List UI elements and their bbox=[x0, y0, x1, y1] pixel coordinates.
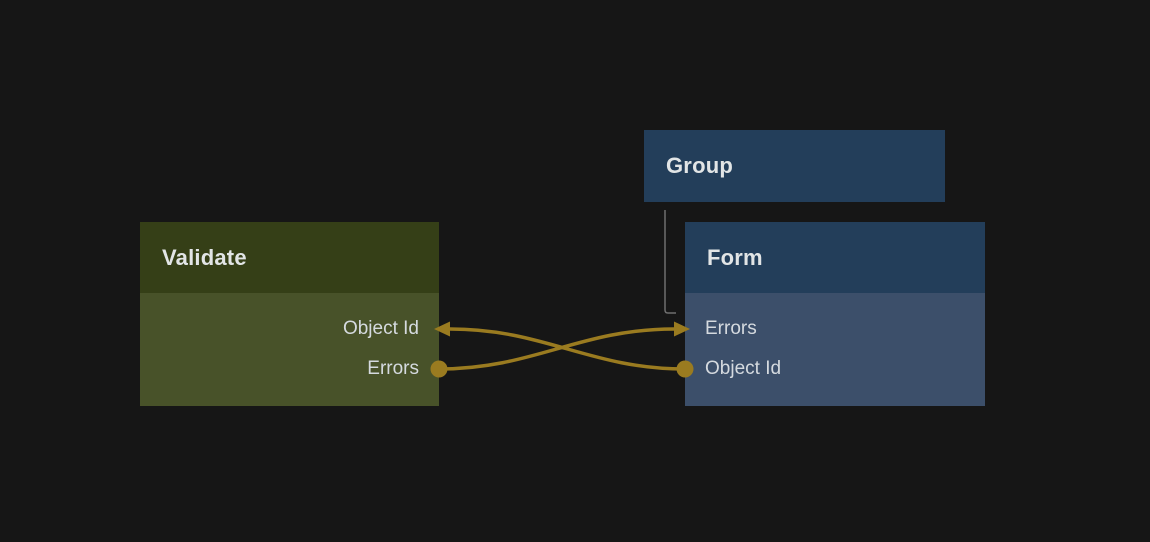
node-validate-body: Object Id Errors bbox=[140, 293, 439, 406]
field-validate-errors[interactable]: Errors bbox=[140, 349, 439, 389]
field-form-errors[interactable]: Errors bbox=[685, 309, 985, 349]
wire-source-dot[interactable] bbox=[430, 360, 448, 378]
node-validate-header[interactable]: Validate bbox=[140, 222, 439, 293]
node-group-header[interactable]: Group bbox=[644, 130, 945, 202]
pending-wire[interactable] bbox=[664, 210, 676, 314]
field-form-object-id-label: Object Id bbox=[705, 358, 782, 379]
node-form-body: Errors Object Id bbox=[685, 293, 985, 406]
field-validate-object-id[interactable]: Object Id bbox=[140, 309, 439, 349]
field-validate-errors-label: Errors bbox=[367, 358, 419, 379]
wire[interactable] bbox=[449, 327, 686, 371]
wire[interactable] bbox=[438, 327, 675, 371]
node-validate-title: Validate bbox=[162, 244, 247, 270]
field-form-object-id[interactable]: Object Id bbox=[685, 349, 985, 389]
node-form-title: Form bbox=[707, 244, 763, 270]
node-group[interactable]: Group bbox=[644, 130, 945, 202]
field-form-errors-label: Errors bbox=[705, 318, 757, 339]
wire-arrowhead[interactable] bbox=[674, 321, 690, 337]
wire-arrowhead[interactable] bbox=[434, 321, 450, 337]
node-form-header[interactable]: Form bbox=[685, 222, 985, 293]
field-validate-object-id-label: Object Id bbox=[342, 318, 419, 339]
wire-source-dot[interactable] bbox=[676, 360, 694, 378]
node-group-title: Group bbox=[666, 153, 733, 178]
node-validate[interactable]: Validate Object Id Errors bbox=[140, 222, 439, 406]
node-form[interactable]: Form Errors Object Id bbox=[685, 222, 985, 406]
